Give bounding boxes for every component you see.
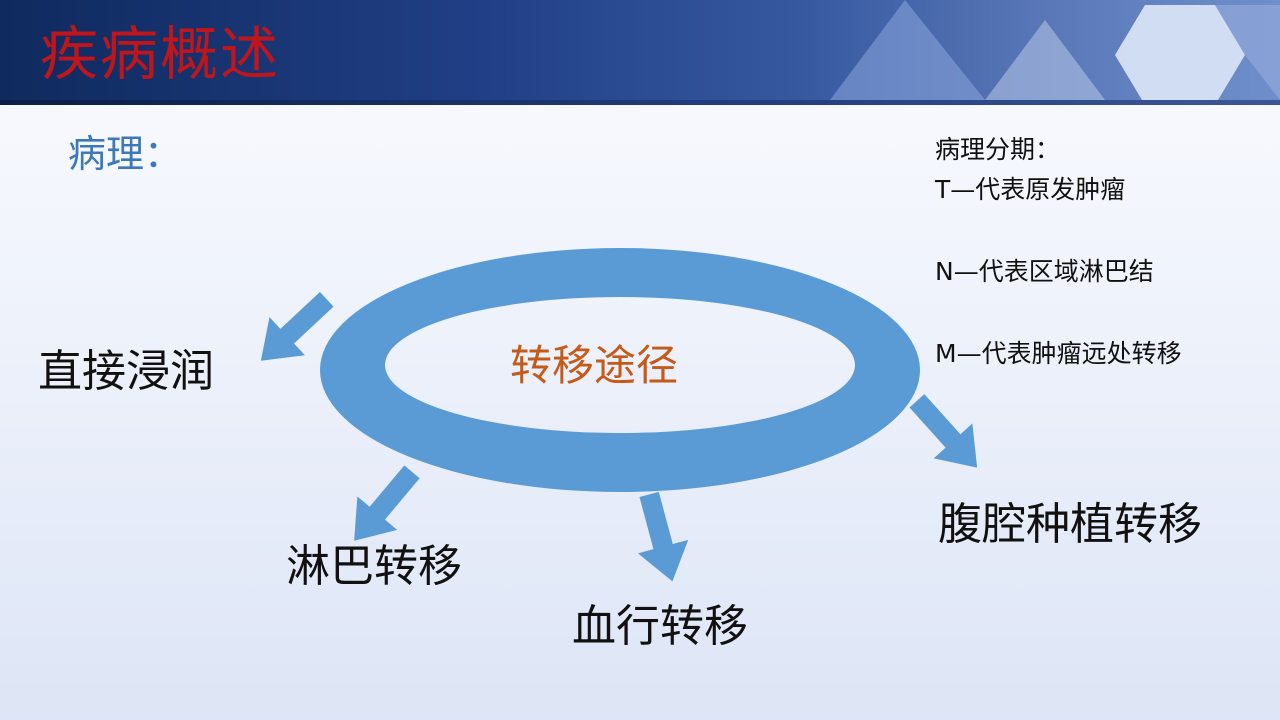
- route-blood: 血行转移: [572, 601, 748, 652]
- slide-title: 疾病概述: [40, 20, 281, 88]
- arrow-direct-icon: [260, 292, 334, 361]
- arrow-peritoneal-icon: [909, 394, 978, 468]
- slide-header: 疾病概述: [0, 0, 1280, 100]
- staging-m: M—代表肿瘤远处转移: [935, 339, 1182, 368]
- arrow-blood-icon: [637, 491, 689, 582]
- center-label: 转移途径: [510, 341, 679, 390]
- staging-list: 病理分期： T—代表原发肿瘤 N—代表区域淋巴结 M—代表肿瘤远处转移: [935, 130, 1265, 374]
- header-triangle-mid: [985, 20, 1105, 100]
- center-ring: [320, 248, 920, 492]
- route-lymphatic: 淋巴转移: [286, 541, 462, 592]
- header-triangle-right: [1215, 5, 1280, 100]
- arrow-lymphatic-icon: [354, 465, 420, 541]
- route-peritoneal: 腹腔种植转移: [938, 499, 1202, 550]
- header-triangle-left: [830, 0, 985, 100]
- header-rule: [0, 100, 1280, 105]
- header-decoration: [830, 0, 1280, 100]
- header-hexagon: [1115, 5, 1245, 100]
- staging-heading: 病理分期：: [935, 135, 1061, 164]
- staging-t: T—代表原发肿瘤: [935, 175, 1126, 204]
- section-label: 病理：: [68, 132, 183, 176]
- route-direct: 直接浸润: [38, 346, 214, 397]
- staging-n: N—代表区域淋巴结: [935, 257, 1154, 286]
